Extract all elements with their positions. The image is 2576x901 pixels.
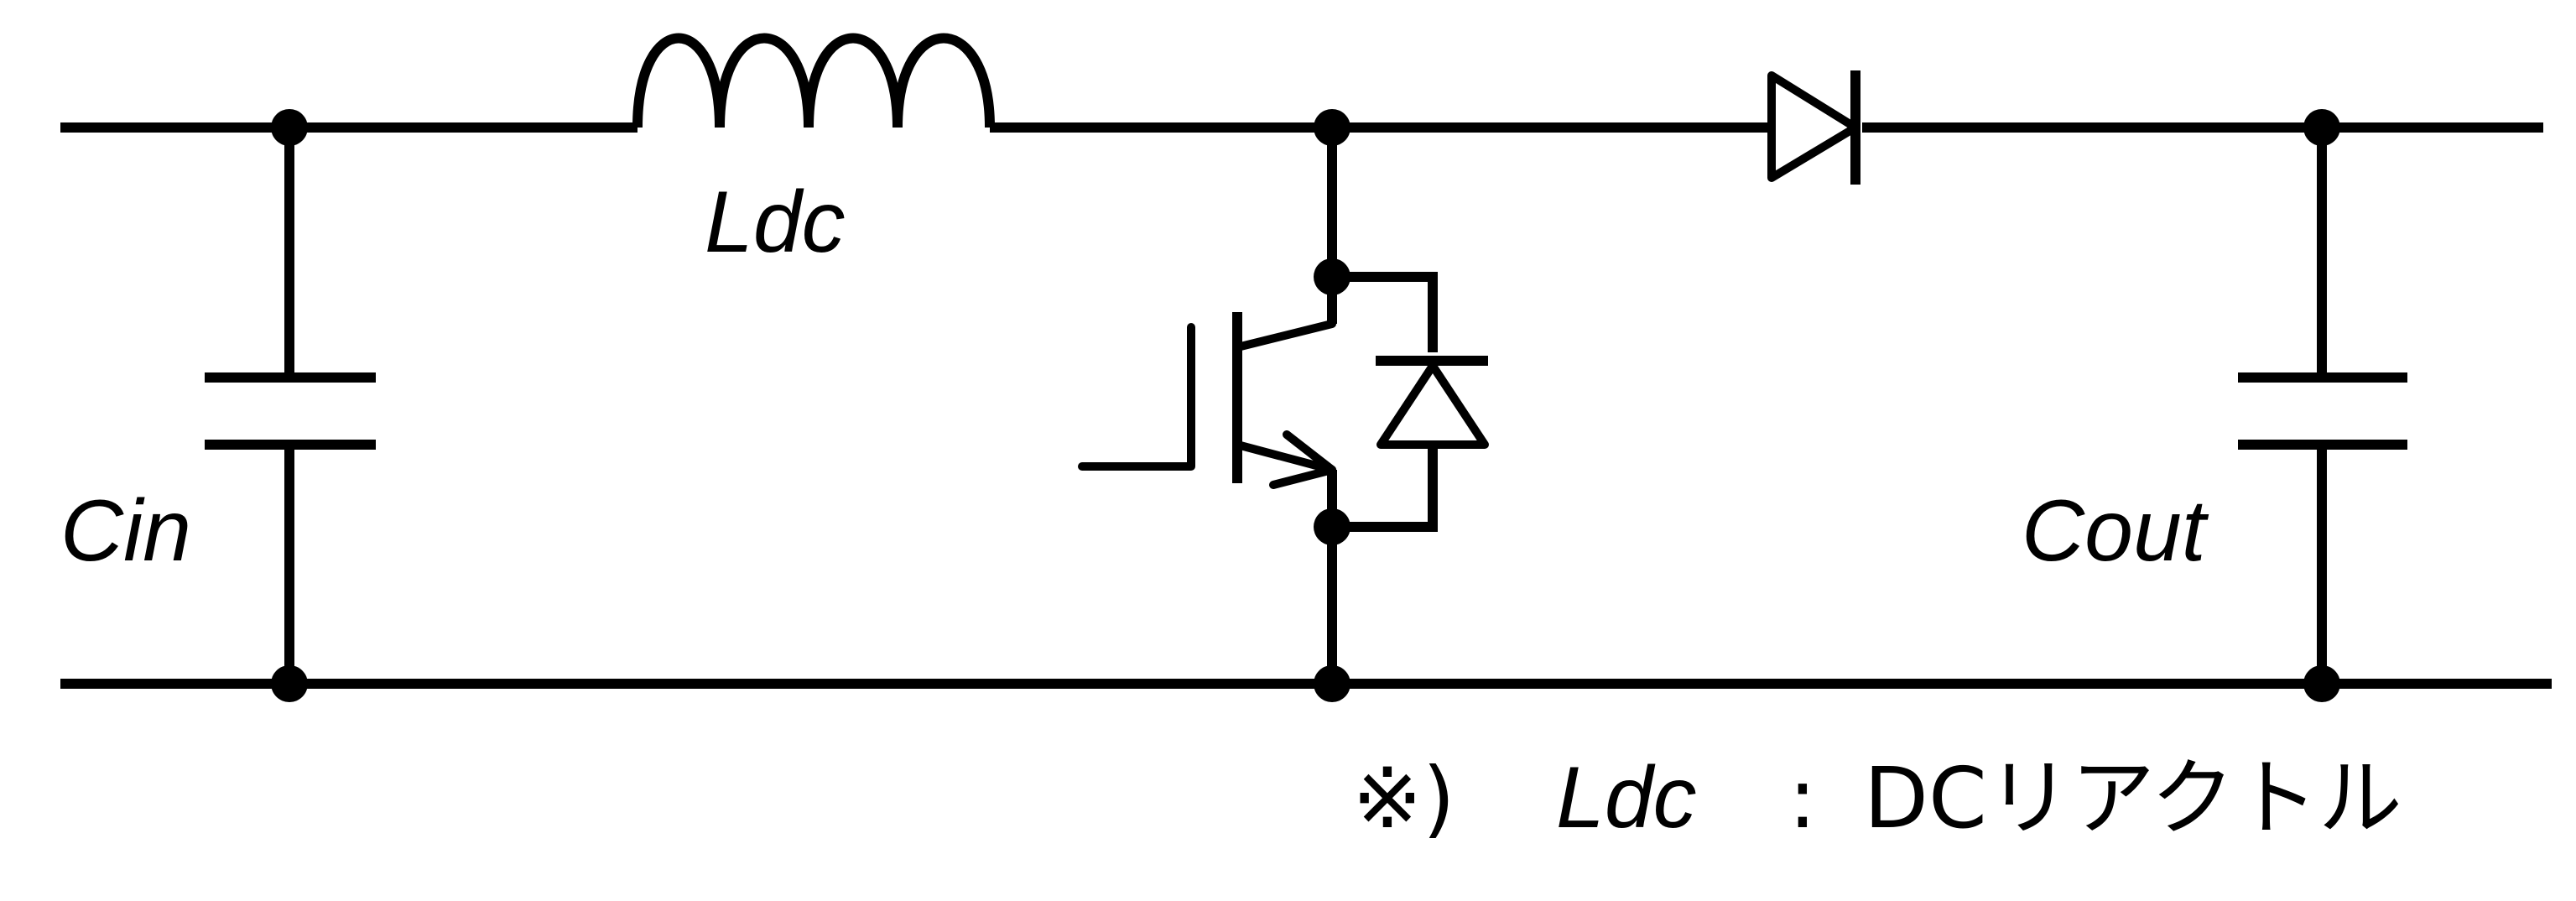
output-capacitor-symbol bbox=[2238, 128, 2407, 684]
input-capacitor-symbol bbox=[205, 128, 376, 684]
switch-leg bbox=[1327, 128, 1438, 684]
footnote-separator: : bbox=[1788, 749, 1817, 847]
footnote: ※) Ldc : DCリアクトル bbox=[1352, 749, 2402, 847]
junction-dot bbox=[2303, 109, 2340, 146]
footnote-term: Ldc bbox=[1556, 749, 1697, 846]
junction-dot bbox=[271, 665, 308, 702]
footnote-description: DCリアクトル bbox=[1864, 749, 2402, 847]
junction-dots bbox=[271, 109, 2340, 702]
junction-dot bbox=[1314, 508, 1350, 545]
junction-dot bbox=[271, 109, 308, 146]
freewheeling-diode-symbol bbox=[1376, 356, 1489, 449]
igbt-transistor-symbol bbox=[1078, 312, 1336, 489]
inductor-label: Ldc bbox=[705, 174, 846, 271]
junction-dot bbox=[1314, 109, 1350, 146]
output-diode-symbol bbox=[1767, 70, 1860, 185]
junction-dot bbox=[1314, 258, 1350, 295]
junction-dot bbox=[2303, 665, 2340, 702]
junction-dot bbox=[1314, 665, 1350, 702]
footnote-mark: ※) bbox=[1352, 749, 1455, 847]
output-capacitor-label: Cout bbox=[2022, 482, 2209, 580]
inductor-ldc-symbol bbox=[632, 33, 995, 128]
input-capacitor-label: Cin bbox=[60, 482, 191, 580]
